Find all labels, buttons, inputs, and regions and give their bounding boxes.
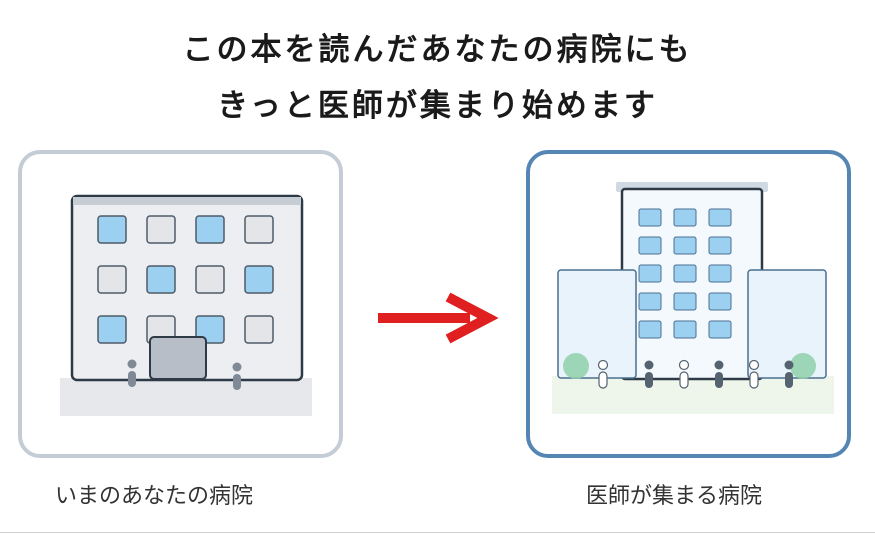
building-roof [73, 197, 301, 205]
headline-line-2: きっと医師が集まり始めます [217, 88, 658, 124]
person-icon [678, 359, 690, 389]
left-wing [557, 269, 637, 379]
bottom-divider [0, 532, 875, 533]
ground [60, 378, 312, 416]
person-icon [784, 360, 794, 388]
window [195, 215, 225, 244]
person-icon [232, 362, 242, 390]
person-icon [597, 359, 609, 389]
headline-line-1: この本を読んだあなたの病院にも [182, 32, 693, 68]
window [97, 315, 127, 344]
tree-icon [563, 353, 589, 379]
window [244, 315, 274, 344]
person-icon [714, 360, 724, 388]
window [195, 265, 225, 294]
old-hospital-illustration [60, 194, 312, 416]
person-icon [644, 360, 654, 388]
before-hospital-panel [18, 150, 343, 458]
window [244, 265, 274, 294]
headline: この本を読んだあなたの病院にも きっと医師が集まり始めます [0, 22, 875, 134]
before-caption: いまのあなたの病院 [55, 484, 254, 509]
window [97, 265, 127, 294]
after-caption: 医師が集まる病院 [586, 484, 763, 509]
person-icon [127, 359, 137, 387]
red-arrow-right-icon [378, 292, 498, 344]
new-hospital-illustration [552, 182, 834, 414]
window [97, 215, 127, 244]
window [146, 265, 176, 294]
person-icon [748, 359, 760, 389]
after-hospital-panel [526, 150, 851, 458]
window [146, 215, 176, 244]
tower-windows [638, 208, 732, 339]
tree-icon [790, 353, 816, 379]
window [244, 215, 274, 244]
entrance-door [149, 336, 207, 380]
